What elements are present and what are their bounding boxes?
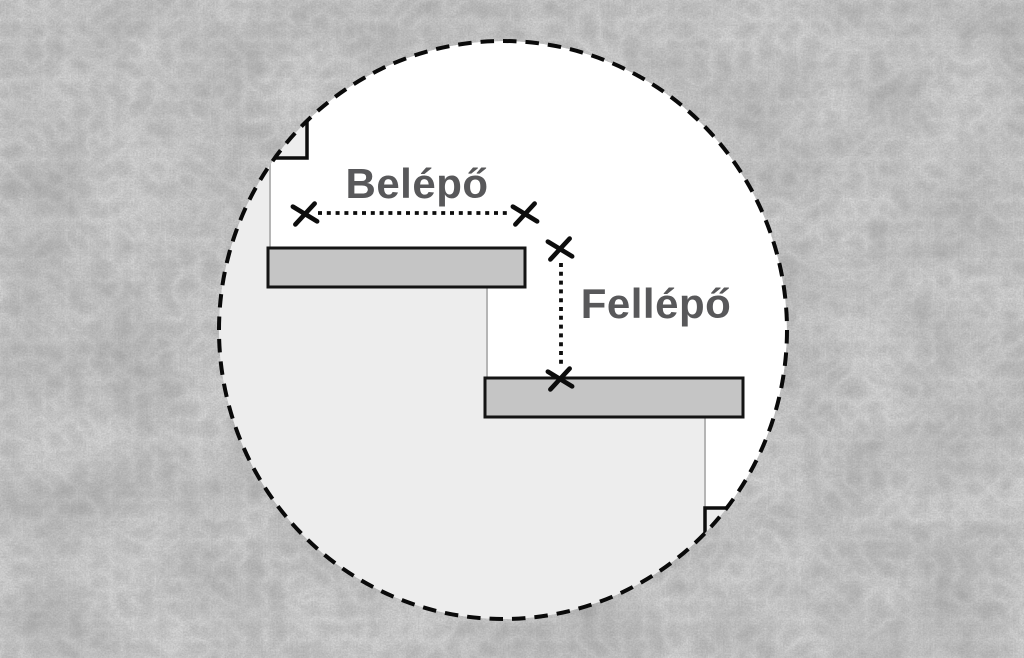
- lower-tread: [483, 376, 745, 419]
- riser-dimension-x-bottom-icon: [545, 366, 575, 392]
- tread-dimension-x-right-icon: [510, 201, 540, 227]
- tread-dimension-x-left-icon: [290, 201, 320, 227]
- callout-circle-outline: [217, 39, 789, 621]
- riser-dimension: Fellépő: [545, 236, 732, 392]
- tread-dimension: Belépő: [290, 160, 540, 227]
- tread-label: Belépő: [345, 160, 488, 207]
- riser-label: Fellépő: [581, 280, 732, 327]
- riser-dimension-x-top-icon: [545, 236, 575, 262]
- upper-step-cut-outline: [275, 114, 309, 160]
- upper-tread: [266, 246, 527, 289]
